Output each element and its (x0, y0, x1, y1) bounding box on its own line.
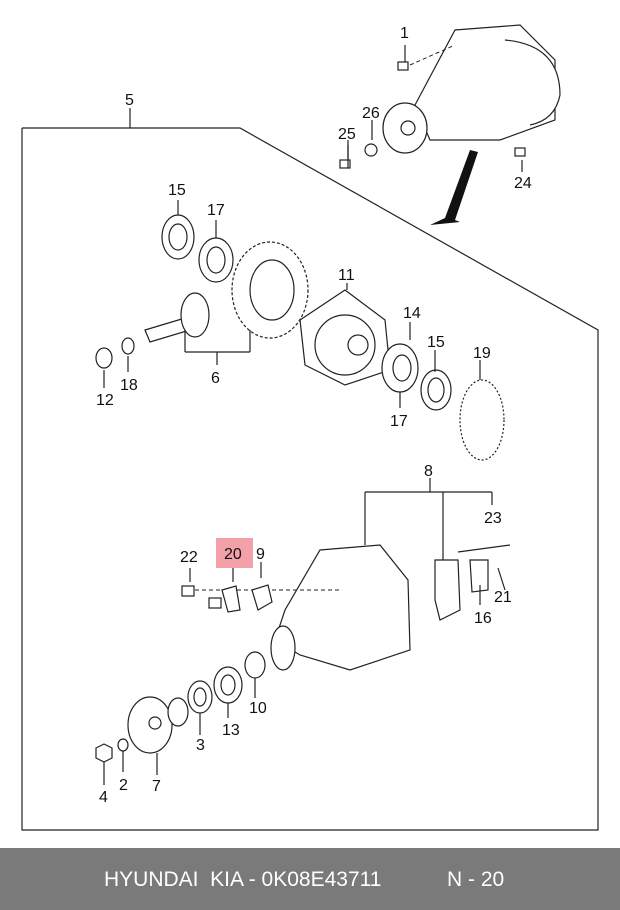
callout-13: 13 (222, 722, 240, 739)
callout-3: 3 (196, 737, 205, 754)
differential-case (299, 289, 391, 386)
highlight-box (216, 538, 253, 568)
callout-5: 5 (125, 92, 134, 109)
callout-15-lower: 15 (427, 334, 445, 351)
callout-18: 18 (120, 377, 138, 394)
callout-23: 23 (484, 510, 502, 527)
callout-8: 8 (424, 463, 433, 480)
callout-17-lower: 17 (390, 413, 408, 430)
assembly-frame (21, 127, 599, 831)
callout-11: 11 (338, 267, 355, 284)
callout-6: 6 (211, 370, 220, 387)
footer-bar: HYUNDAI KIA - 0K08E43711 N - 20 (0, 848, 620, 910)
callout-1: 1 (400, 25, 409, 42)
pinion-gear (144, 292, 210, 343)
callout-17-upper: 17 (207, 202, 225, 219)
callout-12: 12 (96, 392, 114, 409)
callout-22: 22 (180, 549, 198, 566)
snap-ring (459, 379, 505, 461)
callout-4: 4 (99, 789, 108, 806)
callout-21: 21 (494, 589, 512, 606)
ring-gear (231, 241, 309, 339)
callout-25: 25 (338, 126, 356, 143)
callout-19: 19 (473, 345, 491, 362)
bearing-upper (161, 214, 234, 283)
carrier-housing-top (382, 24, 561, 154)
callout-26: 26 (362, 105, 380, 122)
footer-page: N - 20 (447, 868, 505, 891)
callout-15-upper: 15 (168, 182, 186, 199)
callout-16: 16 (474, 610, 492, 627)
companion-flange (127, 696, 189, 754)
callout-24: 24 (514, 175, 532, 192)
callout-2: 2 (119, 777, 128, 794)
callout-10: 10 (249, 700, 267, 717)
pointer-arrow (430, 150, 478, 225)
callout-14: 14 (403, 305, 421, 322)
callout-7: 7 (152, 778, 161, 795)
bearing-caps (434, 544, 511, 621)
callout-20: 20 (224, 546, 242, 563)
exploded-parts-diagram: 1 2 3 4 5 6 7 8 9 10 11 12 13 14 15 15 1… (21, 24, 599, 831)
footer-brand: HYUNDAI KIA - 0K08E43711 (104, 868, 382, 891)
callout-9: 9 (256, 546, 265, 563)
carrier-housing-lower (270, 544, 411, 671)
